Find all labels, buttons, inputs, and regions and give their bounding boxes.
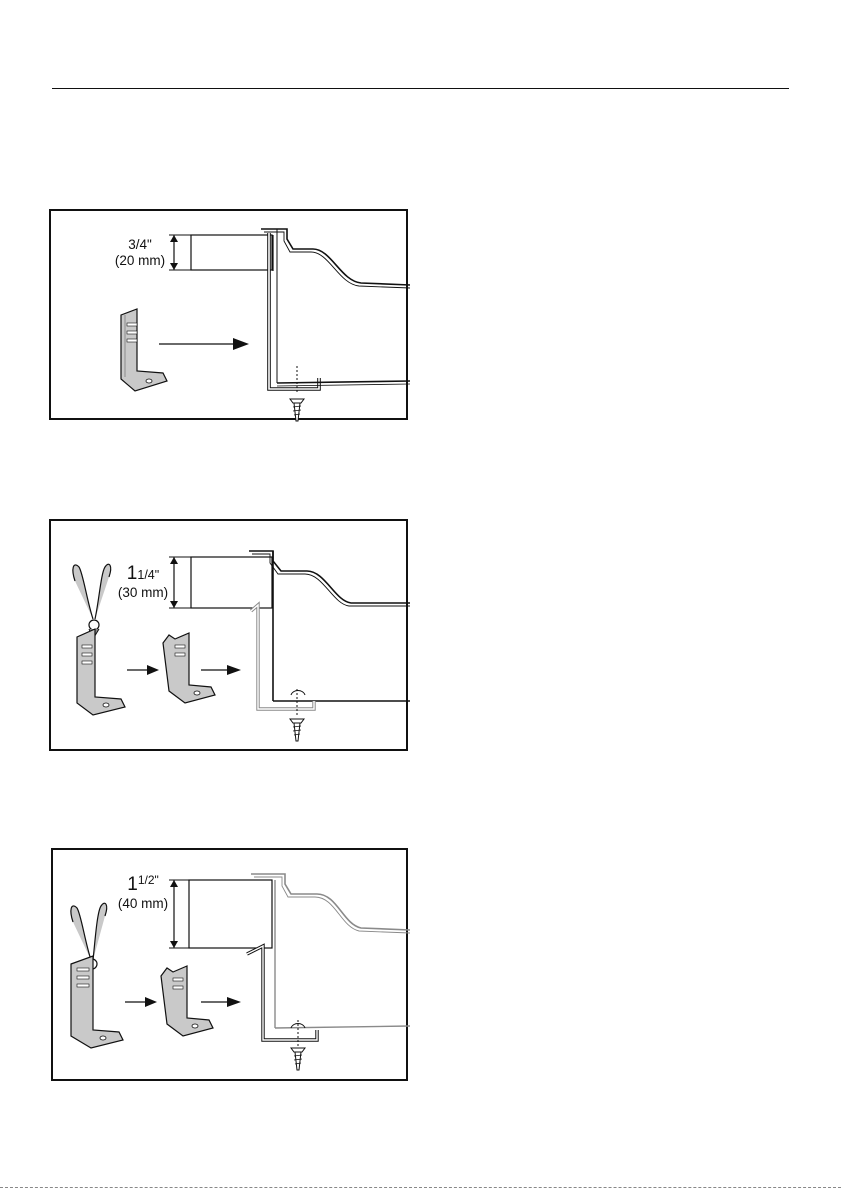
- arrow-right-icon: [127, 665, 159, 675]
- bracket-icon: [161, 966, 213, 1036]
- figure-1-drawing: [51, 211, 410, 422]
- arrow-right-icon: [201, 997, 241, 1007]
- header-rule: [52, 88, 789, 89]
- screw-icon: [290, 719, 304, 741]
- double-arrow-icon: [169, 235, 191, 270]
- bracket-icon: [71, 956, 123, 1048]
- figure-2-drawing: [51, 521, 410, 753]
- bracket-icon: [77, 629, 125, 715]
- figure-1: 3/4" (20 mm): [49, 209, 408, 420]
- arrow-right-icon: [125, 997, 157, 1007]
- double-arrow-icon: [169, 880, 189, 948]
- arrow-right-icon: [159, 338, 249, 350]
- figure-3-drawing: [53, 850, 410, 1083]
- double-arrow-icon: [169, 557, 191, 608]
- screw-icon: [291, 1048, 305, 1070]
- figure-2: 11/4" (30 mm): [49, 519, 408, 751]
- pliers-icon: [73, 564, 111, 639]
- bracket-icon: [163, 633, 215, 703]
- footer-rule: [0, 1187, 841, 1188]
- bracket-icon: [121, 309, 167, 391]
- figure-3: 11/2" (40 mm): [51, 848, 408, 1081]
- screw-icon: [290, 399, 304, 421]
- arrow-right-icon: [201, 665, 241, 675]
